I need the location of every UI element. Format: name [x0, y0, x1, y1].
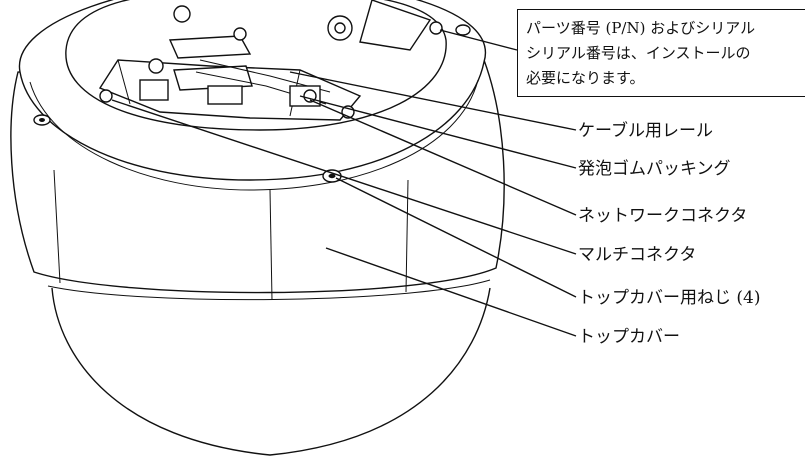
label-network-connector: ネットワークコネクタ — [578, 206, 748, 226]
label-multi-connector: マルチコネクタ — [578, 245, 697, 265]
callout-line-2: シリアル番号は、インストールの — [526, 44, 751, 62]
leader-lines — [111, 29, 577, 337]
dome-bubble — [51, 287, 491, 456]
label-cable-rail: ケーブル用レール — [578, 121, 713, 141]
callout-line-1: パーツ番号 (P/N) およびシリアル — [526, 19, 756, 37]
callout-line-3: 必要になります。 — [526, 69, 645, 87]
label-top-cover-screws: トップカバー用ねじ (4) — [578, 288, 761, 308]
serial-number-callout: パーツ番号 (P/N) およびシリアル シリアル番号は、インストールの 必要にな… — [517, 9, 805, 97]
label-foam-gasket: 発泡ゴムパッキング — [578, 159, 731, 179]
label-top-cover: トップカバー — [578, 327, 680, 347]
